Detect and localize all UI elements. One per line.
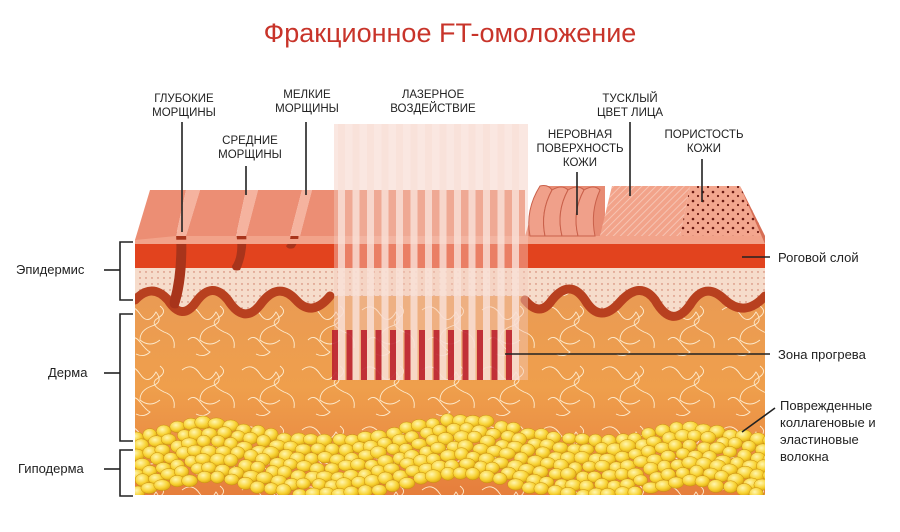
fat-cell xyxy=(768,481,784,492)
laser-beam xyxy=(352,124,360,380)
laser-beam xyxy=(439,124,447,380)
fat-cell xyxy=(385,479,400,493)
laser-beam xyxy=(512,124,519,380)
fat-cell xyxy=(560,467,577,481)
fat-cell xyxy=(694,475,711,488)
fat-cell xyxy=(533,482,549,495)
fat-cell xyxy=(181,474,198,487)
laser-beam xyxy=(367,124,374,380)
fat-cell xyxy=(210,470,225,484)
fat-cell xyxy=(196,471,213,484)
page-title: Фракционное FT-омоложение xyxy=(263,18,637,48)
fat-cell xyxy=(707,479,725,493)
heat-column xyxy=(346,330,353,380)
fat-cell xyxy=(429,441,447,455)
label-epidermis: Эпидермис xyxy=(16,262,85,277)
skin-block xyxy=(135,232,784,495)
fat-cell xyxy=(292,488,307,495)
fat-cell xyxy=(748,487,764,495)
fat-cell xyxy=(762,433,765,447)
heat-column xyxy=(448,330,454,380)
fat-cell xyxy=(398,477,416,490)
heat-column xyxy=(506,330,512,380)
fat-cell xyxy=(371,484,388,495)
fat-cell xyxy=(210,435,226,448)
heat-column xyxy=(491,330,498,380)
fat-cell xyxy=(561,432,577,445)
laser-beam xyxy=(483,124,490,380)
fat-cell xyxy=(633,474,648,487)
heat-column xyxy=(375,330,382,380)
fat-cell xyxy=(535,446,551,459)
fat-cell xyxy=(723,480,739,494)
fat-cell xyxy=(700,431,717,444)
heat-column xyxy=(404,330,411,380)
laser-beam xyxy=(497,124,505,380)
fat-cell xyxy=(667,476,685,489)
fat-cell xyxy=(424,469,442,483)
fat-cell xyxy=(223,473,240,486)
laser-beam xyxy=(381,124,389,380)
fat-cell xyxy=(357,484,373,495)
leader-lines xyxy=(104,122,776,497)
heat-column xyxy=(361,330,367,380)
fat-cell xyxy=(575,489,592,495)
fat-cell xyxy=(599,488,616,495)
laser-beam xyxy=(410,124,418,380)
label-dermis: Дерма xyxy=(48,365,88,380)
fat-cell xyxy=(295,477,311,490)
label-heat-zone: Зона прогрева xyxy=(778,347,866,362)
fat-cell xyxy=(153,479,171,491)
laser-beam xyxy=(396,124,403,380)
fat-cells xyxy=(135,413,784,495)
fat-cell xyxy=(507,478,525,491)
heat-column xyxy=(332,330,338,380)
heat-column xyxy=(390,330,396,380)
laser-beam xyxy=(454,124,461,380)
fat-cell xyxy=(574,433,591,445)
label-damaged-fibers: Поврежденные коллагеновые и эластиновые … xyxy=(780,398,876,464)
heat-column xyxy=(433,330,440,380)
laser-beam xyxy=(338,124,345,380)
heat-column xyxy=(462,330,469,380)
label-stratum-corneum: Роговой слой xyxy=(778,250,859,265)
fat-cell xyxy=(223,453,239,467)
fat-cell xyxy=(763,489,765,495)
fat-cell xyxy=(343,485,360,495)
fat-cell xyxy=(275,483,292,495)
fat-cell xyxy=(762,452,765,466)
heat-column xyxy=(477,330,483,380)
fat-cell xyxy=(559,487,577,495)
heat-column xyxy=(419,330,425,380)
fat-cell xyxy=(478,470,496,484)
laser-beams xyxy=(332,124,528,380)
laser-beam xyxy=(425,124,432,380)
label-hypodermis: Гиподерма xyxy=(18,461,84,476)
fat-cell xyxy=(465,467,481,481)
laser-beam xyxy=(468,124,476,380)
fat-cell xyxy=(249,480,266,494)
fat-cell xyxy=(627,486,643,495)
fat-cell xyxy=(492,472,508,485)
fat-cell xyxy=(762,469,765,482)
